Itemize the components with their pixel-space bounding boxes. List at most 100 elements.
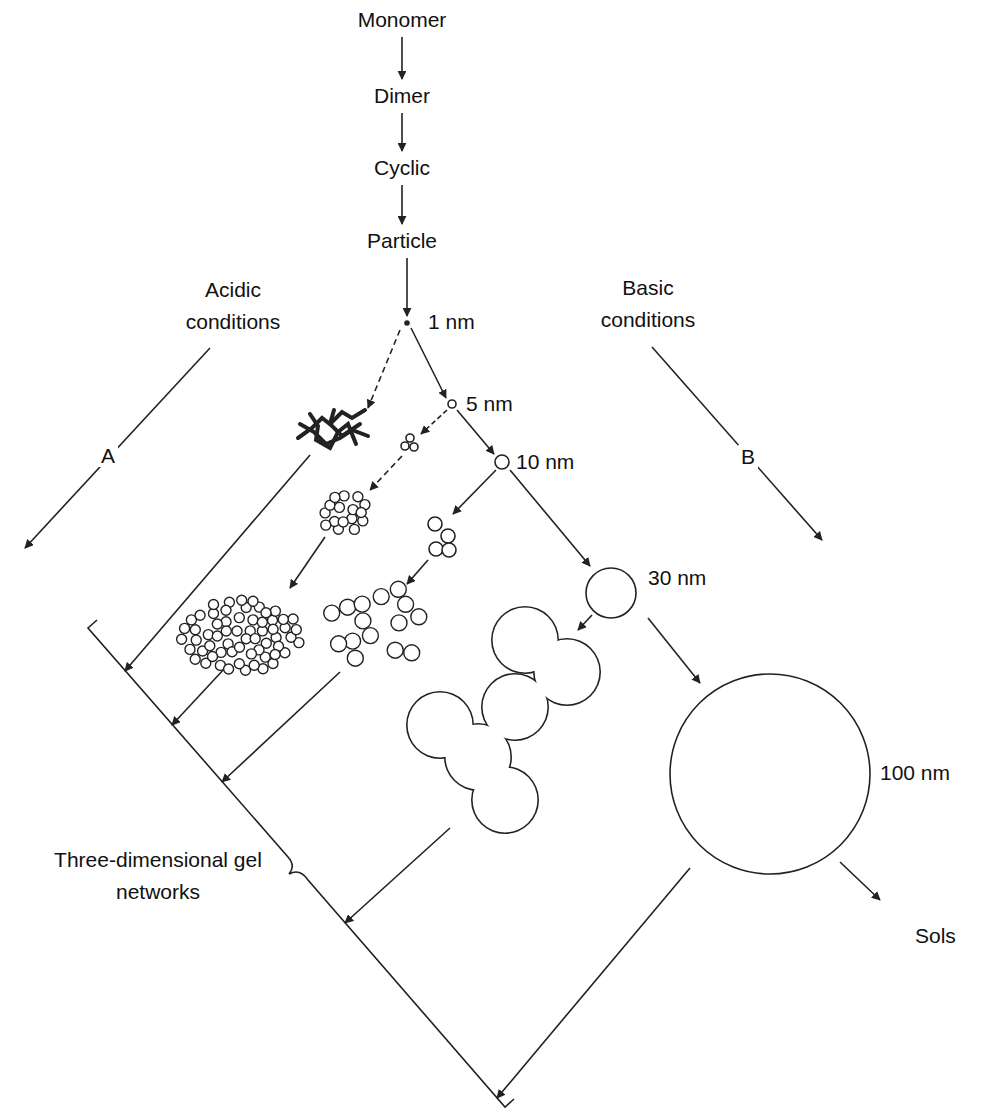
illustration-part [237, 595, 247, 605]
illustration-part [221, 626, 231, 636]
illustration-part [234, 659, 244, 669]
stage-text: Cyclic [374, 156, 430, 179]
illustration-part [172, 668, 225, 725]
size-label: 5 nm [466, 392, 513, 415]
illustration-part [25, 348, 210, 548]
illustration-part [339, 491, 349, 501]
illustration-part [345, 828, 450, 923]
size-label-box: 10 nm [516, 446, 574, 478]
flow-arrow [401, 113, 403, 151]
size-label-box: 5 nm [466, 388, 513, 420]
polymer-network [298, 410, 368, 448]
illustration-part [205, 641, 215, 651]
stage-text: Monomer [358, 8, 447, 31]
illustration-part [349, 524, 359, 534]
stage-text: Dimer [374, 84, 430, 107]
illustration-part [185, 644, 195, 654]
route-letter-box: A [98, 440, 118, 472]
stage-label: Particle [363, 226, 441, 256]
illustration-part [442, 543, 456, 557]
illustration-part [248, 615, 258, 625]
product-label: Sols [915, 924, 956, 947]
illustration-part [586, 568, 636, 618]
route-letter: B [738, 445, 758, 468]
size-label-box: 1 nm [428, 306, 475, 338]
size-label: 10 nm [516, 450, 574, 473]
illustration-part [473, 768, 538, 833]
illustration-part [177, 634, 187, 644]
illustration-part [354, 596, 370, 612]
illustration-part [428, 517, 442, 531]
product-label-box: Three-dimensional gel networks [33, 844, 283, 908]
condition-label: Basic conditions [601, 276, 696, 331]
illustration-part [407, 560, 428, 584]
illustration-part [330, 410, 360, 436]
illustration-part [222, 672, 340, 782]
illustration-part [235, 642, 245, 652]
product-label-box: Sols [915, 920, 956, 952]
stage-label: Cyclic [370, 153, 434, 183]
illustration-part [321, 520, 331, 530]
illustration-part [345, 633, 361, 649]
illustration-part [410, 443, 418, 451]
illustration-part [353, 492, 363, 502]
illustration-part [411, 609, 427, 625]
illustration-part [290, 537, 325, 588]
illustration-part [340, 599, 356, 615]
flow-arrow [401, 37, 403, 79]
illustration-part [257, 617, 267, 627]
size-label-box: 30 nm [648, 562, 706, 594]
illustration-part [373, 589, 389, 605]
illustration-part [250, 634, 260, 644]
illustration-part [330, 492, 340, 502]
illustration-part [270, 650, 280, 660]
condition-label-box: Acidic conditions [168, 274, 298, 338]
illustration-part [191, 635, 201, 645]
illustration-part [190, 654, 200, 664]
illustration-part [457, 410, 494, 454]
condition-label-box: Basic conditions [583, 272, 713, 336]
illustration-part [347, 650, 363, 666]
illustration-part [288, 614, 298, 624]
illustration-part [195, 610, 205, 620]
illustration-part [387, 642, 403, 658]
stage-text: Particle [367, 229, 437, 252]
illustration-part [324, 605, 340, 621]
illustration-part [405, 321, 409, 325]
illustration-part [331, 636, 347, 652]
size-label: 100 nm [880, 761, 950, 784]
illustration-part [495, 455, 509, 469]
illustration-part [268, 624, 278, 634]
illustration-part [278, 614, 288, 624]
illustration-part [497, 868, 690, 1098]
aggregate-30nm [406, 606, 601, 834]
illustration-part [355, 613, 371, 629]
size-label: 1 nm [428, 310, 475, 333]
illustration-part [234, 613, 244, 623]
illustration-part [648, 618, 700, 683]
illustration-part [406, 258, 408, 316]
illustration-part [391, 615, 407, 631]
illustration-part [368, 330, 400, 408]
route-letter: A [98, 444, 118, 467]
illustration-part [232, 626, 242, 636]
illustration-part [212, 631, 222, 641]
illustration-part [334, 502, 344, 512]
illustration-part [429, 542, 443, 556]
illustration-part [448, 400, 456, 408]
product-label: Three-dimensional gel networks [54, 848, 262, 903]
size-label-box: 100 nm [880, 757, 950, 789]
illustration-part [270, 606, 280, 616]
illustration-part [406, 434, 414, 442]
illustration-part [411, 328, 446, 398]
stage-label: Dimer [370, 81, 434, 111]
illustration-part [356, 508, 366, 518]
illustration-part [404, 645, 420, 661]
condition-label: Acidic conditions [186, 278, 281, 333]
illustration-part [221, 605, 231, 615]
illustration-part [578, 615, 592, 630]
illustration-part [246, 649, 256, 659]
illustration-part [125, 455, 310, 671]
